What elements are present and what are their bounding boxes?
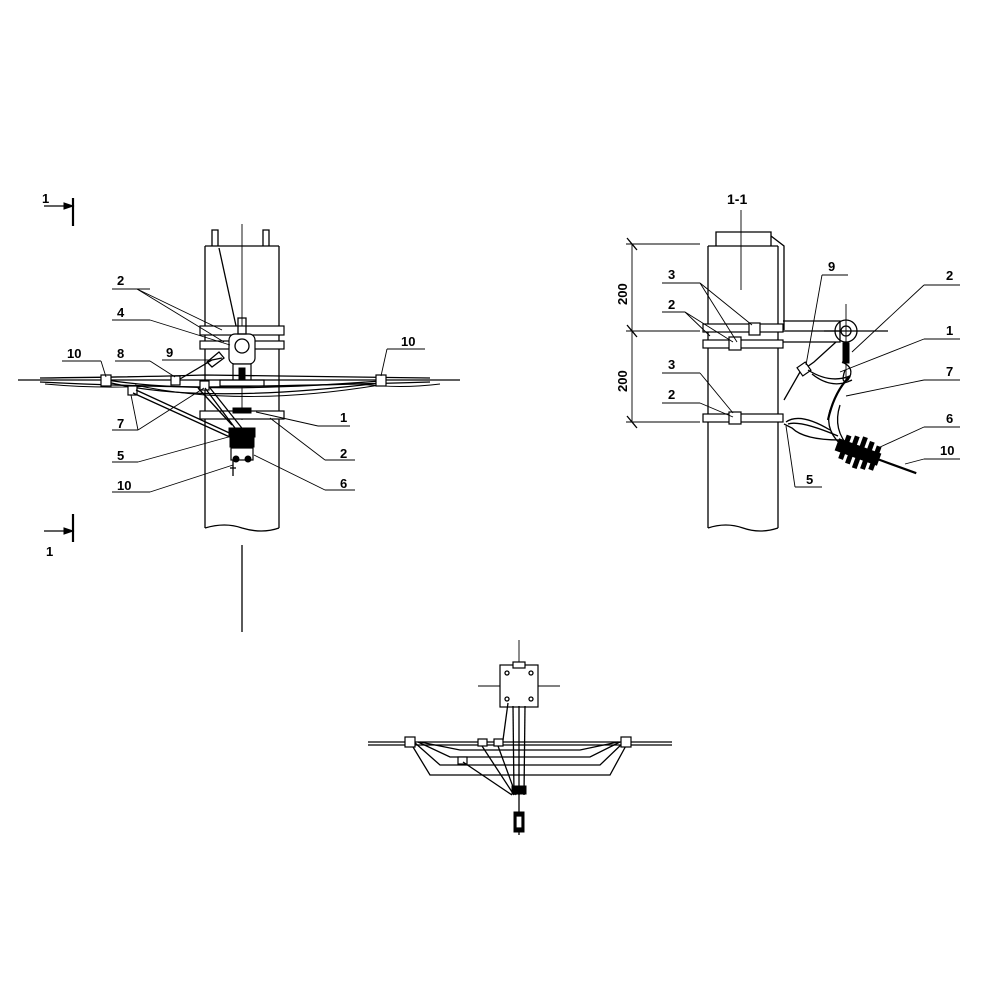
callout-section-5: 5 <box>806 472 813 487</box>
callout-section-6: 6 <box>946 411 953 426</box>
section-marker-bottom: 1 <box>44 514 75 559</box>
callout-front-2b: 2 <box>340 446 347 461</box>
callouts-section: 3 2 3 2 9 2 1 7 6 10 5 <box>668 259 954 487</box>
callout-section-3a: 3 <box>668 267 675 282</box>
callout-front-10c: 10 <box>117 478 131 493</box>
plan-view <box>368 640 672 835</box>
callout-section-2a: 2 <box>668 297 675 312</box>
section-marker-bottom-label: 1 <box>46 544 53 559</box>
callout-front-1: 1 <box>340 410 347 425</box>
section-marker-top: 1 <box>42 191 75 226</box>
dimension-upper: 200 <box>615 283 630 305</box>
pole-bands-section <box>702 322 784 425</box>
bracket-section <box>783 304 888 421</box>
callout-section-3b: 3 <box>668 357 675 372</box>
leader-lines-front <box>62 288 425 493</box>
insulator-section <box>834 434 917 475</box>
cable-clamps-front <box>100 374 387 396</box>
drop-wires-front <box>132 387 246 439</box>
callout-section-1: 1 <box>946 323 953 338</box>
callout-front-10a: 10 <box>67 346 81 361</box>
callout-front-4: 4 <box>117 305 125 320</box>
callout-front-9: 9 <box>166 345 173 360</box>
callout-section-7: 7 <box>946 364 953 379</box>
callout-front-8: 8 <box>117 346 124 361</box>
section-view: 1-1 200 200 <box>615 191 960 532</box>
callout-front-2a: 2 <box>117 273 124 288</box>
callout-front-5: 5 <box>117 448 124 463</box>
section-marker-top-label: 1 <box>42 191 49 206</box>
callouts-front: 2 4 10 8 9 10 7 5 10 1 2 6 <box>67 273 415 493</box>
cables-section <box>783 341 853 449</box>
callout-section-2b: 2 <box>668 387 675 402</box>
section-title: 1-1 <box>727 191 747 207</box>
dimension-lower: 200 <box>615 370 630 392</box>
pole-section <box>707 231 785 532</box>
callout-front-6: 6 <box>340 476 347 491</box>
callout-section-9: 9 <box>828 259 835 274</box>
callout-front-10b: 10 <box>401 334 415 349</box>
tension-clamp-front <box>228 407 256 476</box>
callout-front-7: 7 <box>117 416 124 431</box>
leader-lines-section <box>662 274 960 488</box>
callout-section-10: 10 <box>940 443 954 458</box>
callout-section-2c: 2 <box>946 268 953 283</box>
front-view: 1 1 <box>18 191 460 632</box>
dimension-lines: 200 200 <box>615 237 700 429</box>
